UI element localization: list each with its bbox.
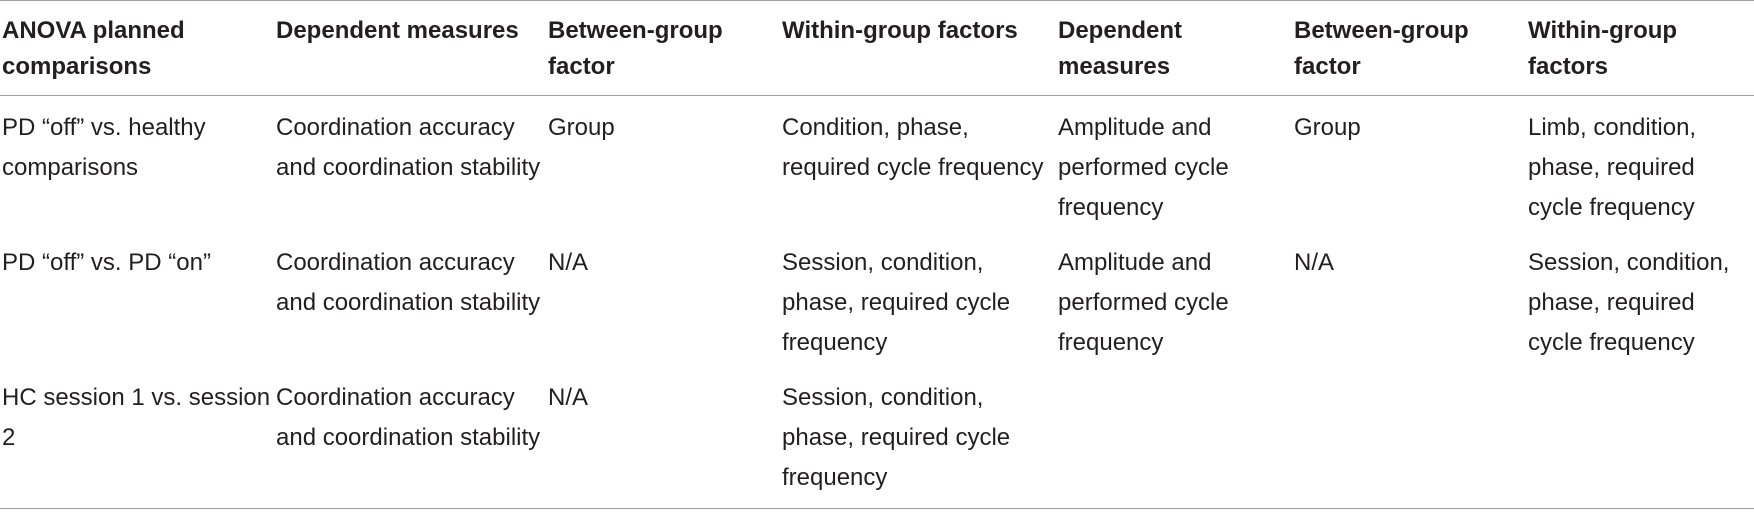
table-cell: PD “off” vs. healthy comparisons <box>2 114 206 181</box>
header-between-group-factor-2: Between-group factor <box>1294 17 1469 80</box>
table-cell: N/A <box>548 384 589 411</box>
header-between-group-factor: Between-group factor <box>548 17 723 80</box>
table-cell <box>1528 372 1754 509</box>
table-cell <box>1294 372 1528 509</box>
header-within-group-factors: Within-group factors <box>782 17 1018 44</box>
header-within-group-factors-2: Within-group factors <box>1528 17 1678 80</box>
table-cell: HC session 1 vs. session 2 <box>2 384 271 451</box>
table-cell: N/A <box>548 249 589 276</box>
header-anova-planned-comparisons: ANOVA planned comparisons <box>2 17 185 80</box>
anova-comparisons-table: ANOVA planned comparisons Dependent meas… <box>0 0 1754 509</box>
table-cell: Coordination accuracy and coordination s… <box>276 249 541 316</box>
table-cell: Group <box>1294 114 1361 141</box>
table-cell: Amplitude and performed cycle frequency <box>1058 114 1229 221</box>
table-cell: Session, condition, phase, required cycl… <box>782 249 1011 356</box>
table-row: HC session 1 vs. session 2 Coordination … <box>0 372 1754 509</box>
table-cell: Session, condition, phase, required cycl… <box>1528 249 1730 356</box>
table-cell <box>1058 372 1294 509</box>
table-cell: Group <box>548 114 615 141</box>
table-cell: Coordination accuracy and coordination s… <box>276 384 541 451</box>
table-body: PD “off” vs. healthy comparisons Coordin… <box>0 96 1754 509</box>
header-dependent-measures-2: Dependent measures <box>1058 17 1183 80</box>
table-row: PD “off” vs. PD “on” Coordination accura… <box>0 237 1754 372</box>
table-cell: Limb, condition, phase, required cycle f… <box>1528 114 1697 221</box>
header-row: ANOVA planned comparisons Dependent meas… <box>0 0 1754 96</box>
table-header: ANOVA planned comparisons Dependent meas… <box>0 0 1754 96</box>
table-cell: N/A <box>1294 249 1335 276</box>
table-cell: Coordination accuracy and coordination s… <box>276 114 541 181</box>
table-row: PD “off” vs. healthy comparisons Coordin… <box>0 96 1754 238</box>
table-cell: Condition, phase, required cycle frequen… <box>782 114 1044 181</box>
table-cell: Session, condition, phase, required cycl… <box>782 384 1011 491</box>
table-cell: PD “off” vs. PD “on” <box>2 249 211 276</box>
header-dependent-measures: Dependent measures <box>276 17 519 44</box>
table-cell: Amplitude and performed cycle frequency <box>1058 249 1229 356</box>
